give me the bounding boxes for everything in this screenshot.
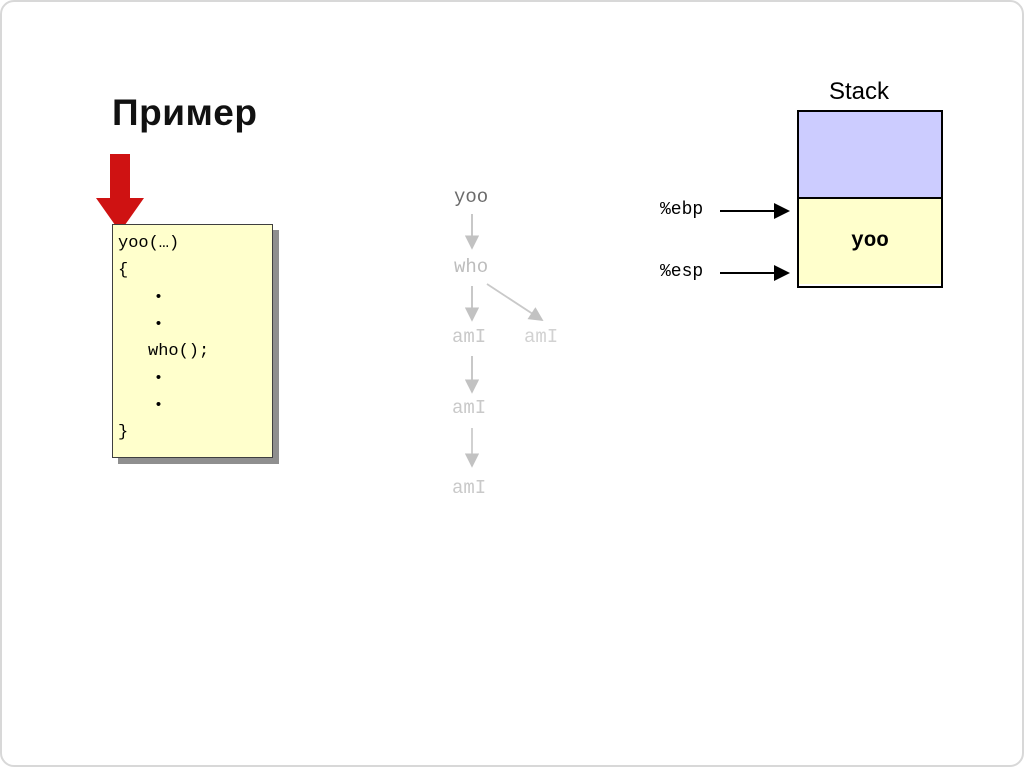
stack-frame-label: yoo	[851, 230, 889, 253]
tree-node-ami-left: amI	[452, 326, 487, 348]
code-line-call: who();	[148, 342, 210, 361]
red-down-arrow-icon	[96, 154, 144, 232]
tree-node-who: who	[454, 256, 489, 278]
code-line-bullet: •	[154, 289, 164, 306]
stack-title: Stack	[829, 78, 890, 105]
tree-edge-who-ami-right-icon	[486, 283, 544, 321]
code-line-bullet: •	[154, 316, 164, 333]
code-line: yoo(…)	[118, 234, 180, 253]
tree-node-yoo: yoo	[454, 186, 489, 208]
code-line: }	[118, 423, 129, 442]
code-line-bullet: •	[154, 397, 164, 414]
code-box: yoo(…) { • • who(); • • }	[112, 224, 273, 458]
page-title: Пример	[112, 92, 258, 133]
stack-upper-region	[799, 112, 941, 199]
tree-node-ami-mid: amI	[452, 397, 487, 419]
stack-diagram: yoo	[797, 110, 943, 288]
register-ebp-label: %ebp	[660, 200, 704, 220]
register-esp-label: %esp	[660, 262, 704, 282]
code-line: {	[118, 261, 129, 280]
tree-node-ami-leaf: amI	[452, 477, 487, 499]
stack-frame-yoo: yoo	[799, 199, 941, 284]
tree-node-ami-right: amI	[524, 326, 559, 348]
code-line-bullet: •	[154, 370, 164, 387]
